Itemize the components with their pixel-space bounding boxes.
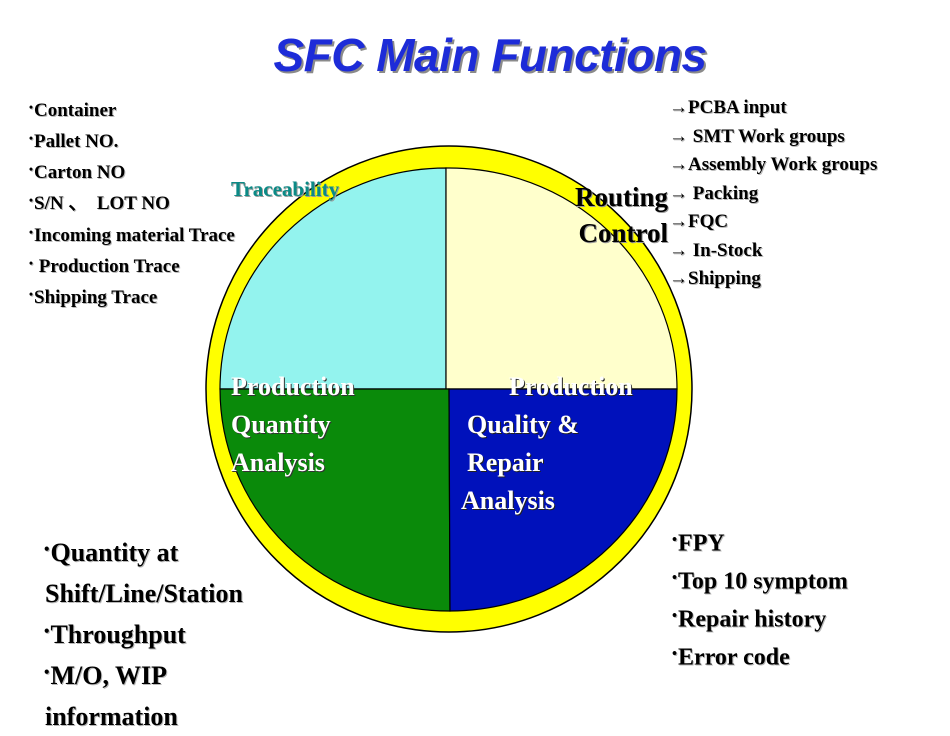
routing-control-label: Routing Control <box>550 179 668 251</box>
list-item: •Throughput <box>44 620 186 650</box>
page-title: SFC Main Functions <box>273 29 707 81</box>
quadrant-traceability <box>219 167 447 390</box>
list-item: → SMT Work groups <box>669 125 845 147</box>
routing-list: →PCBA input → SMT Work groups →Assembly … <box>669 94 877 294</box>
pqr-line-3: Repair <box>467 448 544 477</box>
pqr-line-1: Production <box>509 372 633 401</box>
traceability-list: •Container •Pallet NO. •Carton NO •S/N 、… <box>29 94 235 312</box>
quadrant-production-quantity <box>219 388 451 612</box>
arrow-right-icon: → <box>669 97 688 118</box>
list-item: •Pallet NO. <box>29 131 119 153</box>
list-item: information <box>45 702 178 732</box>
pqa-line-1: Production <box>231 372 355 401</box>
quadrant-production-quality <box>448 388 678 612</box>
bullet-icon: • <box>672 645 678 662</box>
list-item: •Repair history <box>672 606 827 633</box>
bullet-icon: • <box>29 133 33 146</box>
traceability-label: Traceability <box>231 177 340 201</box>
routing-label-line: Routing <box>574 182 668 212</box>
bullet-icon: • <box>672 607 678 624</box>
list-item: •FPY <box>672 530 725 557</box>
pqr-line-2: Quality & <box>467 410 579 439</box>
list-item: •Carton NO <box>29 162 126 184</box>
bullet-icon: • <box>44 623 50 641</box>
arrow-right-icon: → <box>669 125 688 147</box>
list-item: •Container <box>29 100 117 122</box>
list-item: •S/N 、 LOT NO <box>29 193 170 215</box>
list-item: →Assembly Work groups <box>669 154 878 175</box>
list-item: • Production Trace <box>29 255 180 277</box>
arrow-right-icon: → <box>669 154 688 175</box>
bullet-icon: • <box>29 164 33 177</box>
arrow-right-icon: → <box>669 268 688 289</box>
list-item: •Top 10 symptom <box>672 568 848 595</box>
control-label-line: Control <box>578 218 668 248</box>
list-item: •Shipping Trace <box>29 286 158 308</box>
bullet-icon: • <box>29 288 33 301</box>
list-item: → Packing <box>669 182 759 204</box>
bullet-icon: • <box>29 102 33 114</box>
arrow-right-icon: → <box>669 182 688 204</box>
list-item: →Shipping <box>669 268 761 289</box>
list-item: •Quantity at <box>44 538 179 568</box>
quality-analysis-list: •FPY •Top 10 symptom •Repair history •Er… <box>672 523 848 675</box>
bullet-icon: • <box>29 257 33 270</box>
production-quality-label: Production Quality & Repair Analysis <box>459 368 633 520</box>
list-item: Shift/Line/Station <box>45 579 243 609</box>
pqr-line-4: Analysis <box>461 486 555 515</box>
bullet-icon: • <box>29 195 33 208</box>
quadrant-routing-control <box>445 167 678 390</box>
list-item: •Incoming material Trace <box>29 224 235 246</box>
functions-circle-diagram <box>205 145 693 633</box>
list-item: •M/O, WIP <box>44 661 167 691</box>
production-quantity-label: Production Quantity Analysis <box>231 368 355 482</box>
list-item: →PCBA input <box>669 97 787 118</box>
bullet-icon: • <box>29 226 33 239</box>
bullet-icon: • <box>672 532 678 548</box>
list-item: →FQC <box>669 211 729 232</box>
arrow-right-icon: → <box>669 211 688 232</box>
pqa-line-3: Analysis <box>231 448 325 477</box>
quantity-analysis-list: •Quantity at Shift/Line/Station •Through… <box>44 531 243 736</box>
arrow-right-icon: → <box>669 239 688 261</box>
bullet-icon: • <box>44 541 50 558</box>
list-item: •Error code <box>672 644 790 671</box>
pqa-line-2: Quantity <box>231 410 331 439</box>
list-item: → In-Stock <box>669 239 763 261</box>
bullet-icon: • <box>44 664 50 682</box>
bullet-icon: • <box>672 569 678 586</box>
